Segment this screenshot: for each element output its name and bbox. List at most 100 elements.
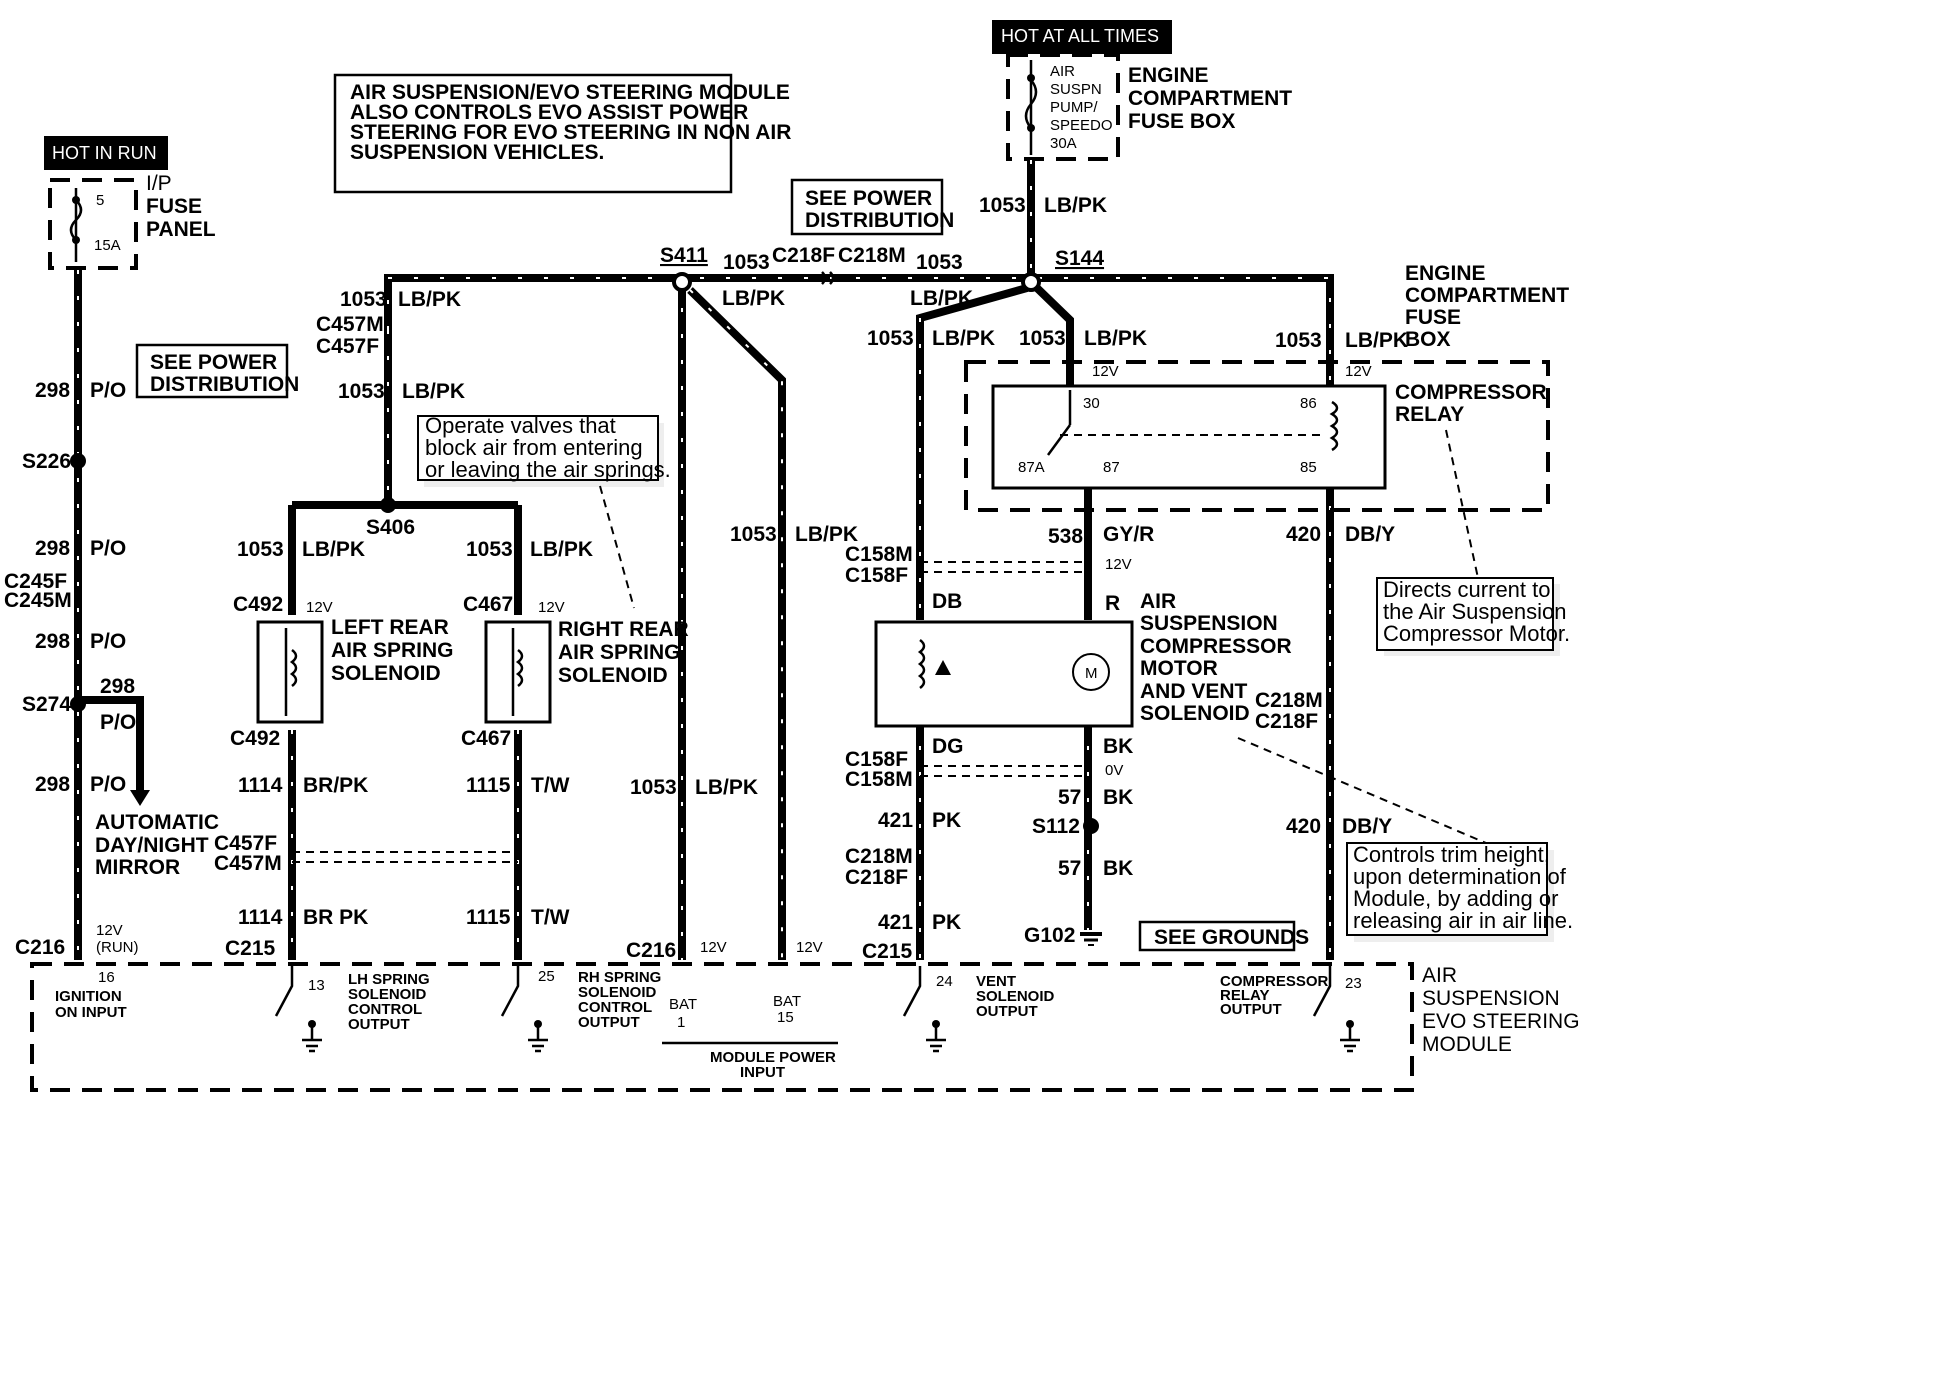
- svg-text:420: 420: [1286, 523, 1321, 546]
- svg-text:298: 298: [100, 675, 135, 698]
- svg-text:298: 298: [35, 630, 70, 653]
- svg-text:1053: 1053: [916, 251, 963, 274]
- svg-text:R: R: [1105, 592, 1120, 615]
- svg-text:C218M: C218M: [838, 244, 906, 267]
- svg-text:1053: 1053: [466, 538, 513, 561]
- svg-text:12V: 12V: [1345, 363, 1372, 380]
- svg-text:12V: 12V: [1105, 556, 1132, 573]
- svg-text:1053: 1053: [730, 523, 777, 546]
- svg-text:298: 298: [35, 773, 70, 796]
- svg-text:S112: S112: [1032, 815, 1080, 838]
- svg-text:OUTPUT: OUTPUT: [578, 1014, 640, 1031]
- svg-text:C158F: C158F: [845, 748, 908, 771]
- svg-text:85: 85: [1300, 459, 1317, 476]
- svg-text:C216: C216: [626, 939, 676, 962]
- svg-text:SOLENOID: SOLENOID: [331, 662, 441, 685]
- right-rear-solenoid: RIGHT REAR AIR SPRING SOLENOID: [484, 618, 689, 724]
- svg-text:C492: C492: [233, 593, 283, 616]
- svg-text:RELAY: RELAY: [1395, 403, 1464, 426]
- svg-text:C158M: C158M: [845, 768, 913, 791]
- svg-text:86: 86: [1300, 395, 1317, 412]
- svg-text:IGNITION: IGNITION: [55, 988, 122, 1005]
- svg-text:30: 30: [1083, 395, 1100, 412]
- svg-text:upon determination of: upon determination of: [1353, 864, 1567, 889]
- svg-text:SOLENOID: SOLENOID: [976, 988, 1055, 1005]
- svg-text:AIR: AIR: [1140, 590, 1176, 613]
- svg-text:AIR: AIR: [1050, 63, 1075, 80]
- svg-text:C158M: C158M: [845, 543, 913, 566]
- svg-text:C218F: C218F: [772, 244, 835, 267]
- svg-text:LB/PK: LB/PK: [910, 287, 973, 310]
- svg-text:C215: C215: [862, 940, 913, 963]
- svg-text:C218F: C218F: [1255, 710, 1318, 733]
- svg-text:5: 5: [96, 192, 104, 209]
- see-power-distribution-left: SEE POWER DISTRIBUTION: [135, 343, 299, 399]
- svg-text:COMPRESSOR: COMPRESSOR: [1220, 973, 1329, 990]
- svg-text:15A: 15A: [94, 237, 121, 254]
- svg-text:S144: S144: [1055, 247, 1104, 270]
- svg-text:C457F: C457F: [214, 832, 277, 855]
- svg-text:LB/PK: LB/PK: [302, 538, 365, 561]
- svg-text:LB/PK: LB/PK: [402, 380, 465, 403]
- svg-text:298: 298: [35, 379, 70, 402]
- svg-text:12V: 12V: [96, 922, 123, 939]
- air-suspension-module: AIR SUSPENSION EVO STEERING MODULE 16 IG…: [30, 962, 1580, 1092]
- svg-text:1053: 1053: [630, 776, 677, 799]
- svg-text:1114: 1114: [238, 774, 283, 797]
- see-grounds-box: SEE GROUNDS: [1138, 920, 1309, 952]
- svg-text:30A: 30A: [1050, 135, 1077, 152]
- svg-text:23: 23: [1345, 975, 1362, 992]
- compressor-relay: 30 86 87A 87 85 12V 12V COMPRESSOR RELAY…: [964, 262, 1569, 512]
- svg-text:PUMP/: PUMP/: [1050, 99, 1098, 116]
- svg-text:FUSE: FUSE: [1405, 306, 1461, 329]
- svg-text:OUTPUT: OUTPUT: [976, 1003, 1038, 1020]
- svg-text:S274: S274: [22, 693, 71, 716]
- svg-text:16: 16: [98, 969, 115, 986]
- svg-text:PANEL: PANEL: [146, 218, 216, 241]
- svg-text:the Air Suspension: the Air Suspension: [1383, 599, 1566, 624]
- svg-text:SUSPN: SUSPN: [1050, 81, 1102, 98]
- svg-text:1053: 1053: [1019, 327, 1066, 350]
- svg-text:P/O: P/O: [90, 630, 126, 653]
- svg-text:COMPRESSOR: COMPRESSOR: [1140, 635, 1292, 658]
- svg-text:BK: BK: [1103, 735, 1133, 758]
- svg-text:LB/PK: LB/PK: [1345, 329, 1408, 352]
- svg-text:AUTOMATIC: AUTOMATIC: [95, 811, 219, 834]
- svg-text:13: 13: [308, 977, 325, 994]
- svg-text:1053: 1053: [237, 538, 284, 561]
- svg-text:25: 25: [538, 968, 555, 985]
- svg-text:G102: G102: [1024, 924, 1075, 947]
- svg-text:C467: C467: [461, 727, 511, 750]
- svg-text:15: 15: [777, 1009, 794, 1026]
- svg-text:P/O: P/O: [90, 537, 126, 560]
- engine-fuse-box: AIR SUSPN PUMP/ SPEEDO 30A ENGINE COMPAR…: [1006, 53, 1292, 161]
- svg-text:24: 24: [936, 973, 953, 990]
- wires: [74, 160, 1334, 960]
- svg-text:C457M: C457M: [214, 852, 282, 875]
- svg-text:1053: 1053: [1275, 329, 1322, 352]
- svg-text:ALSO CONTROLS EVO ASSIST POWER: ALSO CONTROLS EVO ASSIST POWER: [350, 101, 748, 124]
- svg-text:87A: 87A: [1018, 459, 1045, 476]
- svg-text:C457F: C457F: [316, 335, 379, 358]
- svg-text:12V: 12V: [538, 599, 565, 616]
- svg-text:T/W: T/W: [531, 774, 570, 797]
- svg-text:SOLENOID: SOLENOID: [1140, 702, 1250, 725]
- svg-text:P/O: P/O: [100, 711, 136, 734]
- connector-labels: C218F C218M C457M C457F C245F C245M C492…: [4, 244, 1323, 963]
- svg-text:CONTROL: CONTROL: [578, 999, 652, 1016]
- svg-text:DAY/NIGHT: DAY/NIGHT: [95, 834, 209, 857]
- svg-text:MIRROR: MIRROR: [95, 856, 180, 879]
- svg-text:GY/R: GY/R: [1103, 523, 1154, 546]
- svg-text:Controls trim height,: Controls trim height,: [1353, 842, 1550, 867]
- svg-text:COMPRESSOR: COMPRESSOR: [1395, 381, 1547, 404]
- hot-in-run-box: HOT IN RUN: [44, 136, 168, 170]
- svg-text:538: 538: [1048, 525, 1083, 548]
- svg-text:1053: 1053: [867, 327, 914, 350]
- svg-text:CONTROL: CONTROL: [348, 1001, 422, 1018]
- left-rear-solenoid: LEFT REAR AIR SPRING SOLENOID: [256, 616, 454, 724]
- svg-text:298: 298: [35, 537, 70, 560]
- svg-text:COMPARTMENT: COMPARTMENT: [1405, 284, 1569, 307]
- svg-text:1115: 1115: [466, 906, 511, 929]
- svg-text:SEE POWER: SEE POWER: [805, 187, 932, 210]
- svg-text:87: 87: [1103, 459, 1120, 476]
